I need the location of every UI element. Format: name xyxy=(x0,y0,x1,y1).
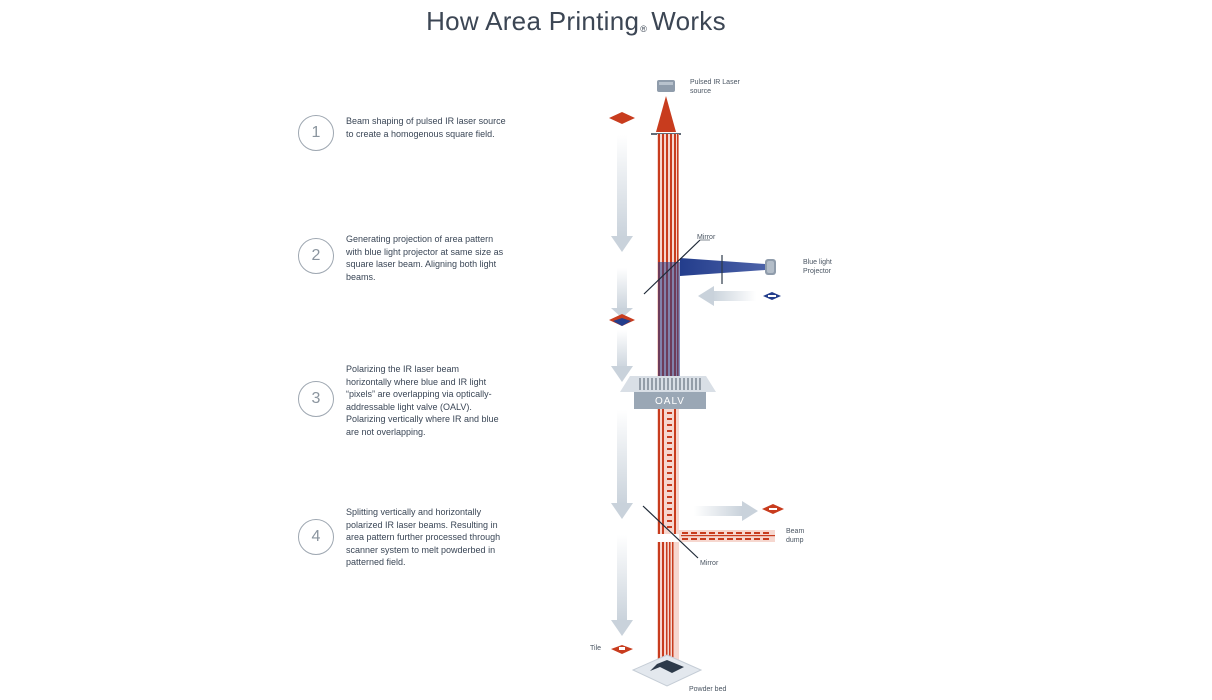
step-2-number: 2 xyxy=(298,238,334,274)
pattern-input-arrow xyxy=(698,286,756,306)
registered-mark: ® xyxy=(640,24,648,34)
step-1-text: Beam shaping of pulsed IR laser source t… xyxy=(346,116,506,139)
step-1-number: 1 xyxy=(298,115,334,151)
ir-beam-bottom xyxy=(657,542,679,662)
square-field-icon xyxy=(609,112,635,124)
mirror-top xyxy=(643,239,701,295)
oalv-label: OALV xyxy=(655,396,685,407)
projector-icon xyxy=(765,259,776,275)
output-arrow xyxy=(694,501,758,521)
process-arrow-1 xyxy=(611,135,633,252)
oalv-device: OALV xyxy=(620,376,716,409)
mirror-top-label: Mirror xyxy=(697,234,716,241)
mirror-bottom-label: Mirror xyxy=(700,560,719,567)
process-arrow-4 xyxy=(611,410,633,519)
title-tail: Works xyxy=(651,6,726,36)
tile-label: Tile xyxy=(590,645,601,652)
step-4-text: Splitting vertically and horizontally po… xyxy=(346,507,501,567)
process-arrow-3 xyxy=(611,330,633,382)
mirror-bottom xyxy=(642,505,699,559)
blue-overlap-beam xyxy=(658,262,680,376)
page-title: How Area Printing®Works xyxy=(0,6,1152,37)
blue-projector-beam xyxy=(680,255,765,284)
powder-bed-icon xyxy=(631,654,703,687)
process-arrow-5 xyxy=(611,535,633,636)
step-3-number: 3 xyxy=(298,381,334,417)
step-3-text: Polarizing the IR laser beam horizontall… xyxy=(346,364,499,437)
beam-dump-branch xyxy=(679,530,775,542)
pattern-icon xyxy=(763,292,781,300)
aligned-field-icon xyxy=(609,314,635,326)
projector-label: Blue light Projector xyxy=(803,259,832,275)
step-4-number: 4 xyxy=(298,519,334,555)
process-arrow-2 xyxy=(611,268,633,318)
title-main: How Area Printing xyxy=(426,6,640,36)
step-2-text: Generating projection of area pattern wi… xyxy=(346,234,504,282)
tile-icon xyxy=(611,645,633,654)
output-pattern-icon xyxy=(762,504,784,514)
ir-beam-patterned xyxy=(657,409,679,534)
laser-source-icon xyxy=(651,80,681,135)
powder-bed-label: Powder bed xyxy=(689,686,726,693)
beam-dump-label: Beam dump xyxy=(786,528,805,544)
